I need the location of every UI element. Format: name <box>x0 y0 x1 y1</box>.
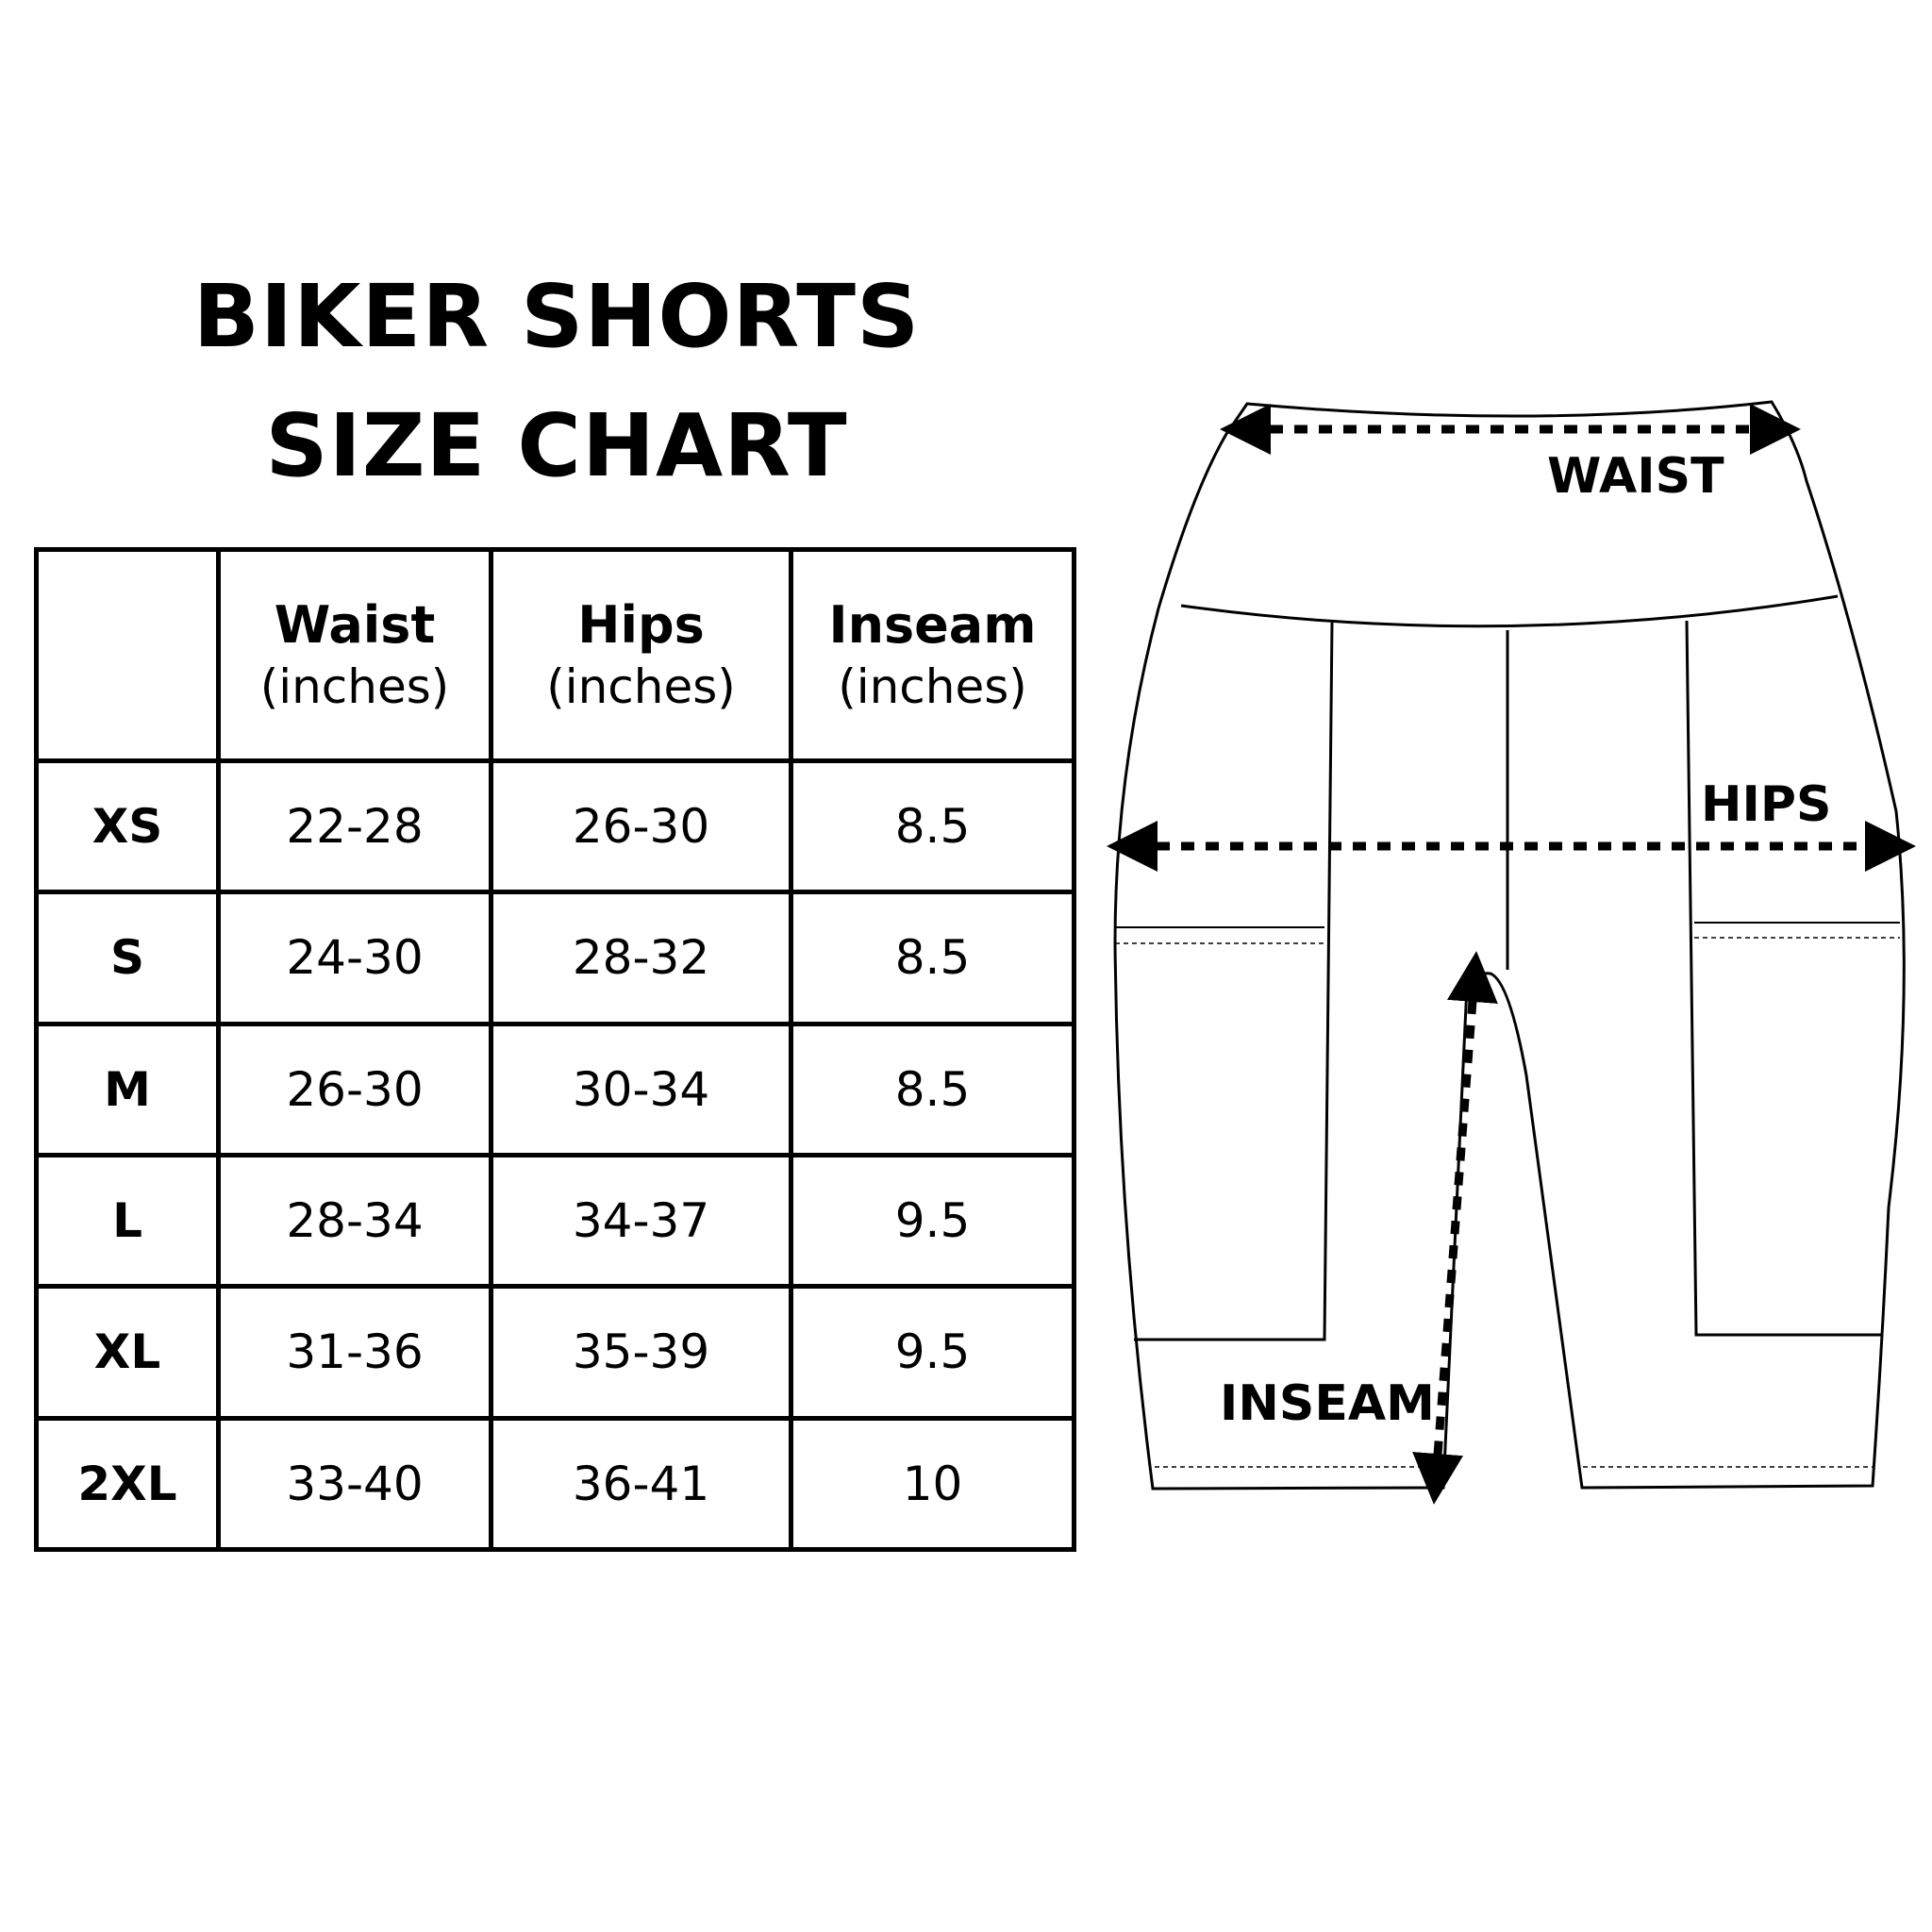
header-hips: Hips (inches) <box>489 547 793 763</box>
right-panel-seam <box>1685 620 1882 1337</box>
header-waist-unit: (inches) <box>259 658 450 714</box>
size-table: Waist (inches) Hips (inches) Inseam (inc… <box>34 547 1076 1553</box>
header-inseam: Inseam (inches) <box>789 547 1076 763</box>
table-row: XL 31-36 35-39 9.5 <box>34 1284 1076 1421</box>
waist-value: 31-36 <box>216 1284 493 1421</box>
table-row: 2XL 33-40 36-41 10 <box>34 1415 1076 1553</box>
table-row: XS 22-28 26-30 8.5 <box>34 758 1076 895</box>
hips-value: 36-41 <box>489 1415 793 1553</box>
size-label: XS <box>34 758 221 895</box>
shorts-outline <box>1113 400 1906 1491</box>
hips-value: 34-37 <box>489 1152 793 1290</box>
inseam-value: 8.5 <box>789 890 1076 1026</box>
table-row: M 26-30 30-34 8.5 <box>34 1021 1076 1158</box>
inseam-value: 10 <box>789 1415 1076 1553</box>
size-label: S <box>34 890 221 1026</box>
header-hips-unit: (inches) <box>546 658 736 714</box>
waist-value: 26-30 <box>216 1021 493 1158</box>
header-waist: Waist (inches) <box>216 547 493 763</box>
waist-value: 22-28 <box>216 758 493 895</box>
inseam-label: INSEAM <box>1220 1375 1435 1432</box>
waist-value: 33-40 <box>216 1415 493 1553</box>
size-label: L <box>34 1152 221 1290</box>
inseam-value: 9.5 <box>789 1152 1076 1290</box>
waistband-seam <box>1180 594 1839 628</box>
table-row: S 24-30 28-32 8.5 <box>34 890 1076 1026</box>
chart-title-line-1: BIKER SHORTS <box>192 266 921 367</box>
hips-value: 28-32 <box>489 890 793 1026</box>
table-row: L 28-34 34-37 9.5 <box>34 1152 1076 1290</box>
header-corner-cell <box>34 547 221 763</box>
inseam-arrow <box>1412 951 1498 1505</box>
waist-value: 24-30 <box>216 890 493 1026</box>
header-inseam-unit: (inches) <box>838 658 1027 714</box>
inseam-value: 8.5 <box>789 758 1076 895</box>
hips-label: HIPS <box>1701 776 1831 833</box>
header-waist-name: Waist <box>274 595 436 656</box>
hips-value: 30-34 <box>489 1021 793 1158</box>
header-hips-name: Hips <box>577 595 705 656</box>
inseam-value: 9.5 <box>789 1284 1076 1421</box>
waist-label: WAIST <box>1547 448 1724 505</box>
shorts-body <box>1113 400 1906 1491</box>
hips-value: 26-30 <box>489 758 793 895</box>
table-header-row: Waist (inches) Hips (inches) Inseam (inc… <box>34 547 1076 763</box>
size-label: M <box>34 1021 221 1158</box>
size-label: XL <box>34 1284 221 1421</box>
waist-value: 28-34 <box>216 1152 493 1290</box>
header-inseam-name: Inseam <box>828 595 1037 656</box>
hips-value: 35-39 <box>489 1284 793 1421</box>
inseam-value: 8.5 <box>789 1021 1076 1158</box>
chart-title-line-2: SIZE CHART <box>265 395 848 496</box>
left-panel-seam <box>1134 622 1334 1341</box>
size-label: 2XL <box>34 1415 221 1553</box>
